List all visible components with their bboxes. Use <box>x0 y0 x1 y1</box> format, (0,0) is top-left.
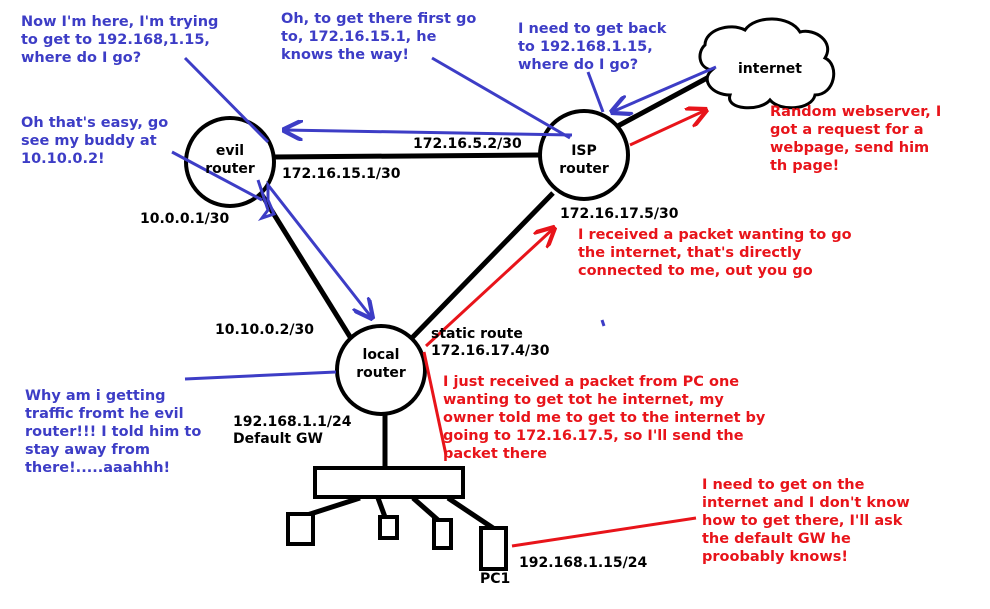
arrow-isp-to-evil <box>284 130 573 135</box>
links <box>259 67 724 531</box>
pc1-label: PC1 <box>480 571 511 587</box>
internet-cloud <box>698 17 836 110</box>
arrow-internet-to-isp <box>612 65 717 112</box>
evil-router-node <box>184 116 276 208</box>
note-local-forward: I just received a packet from PC one wan… <box>443 374 766 462</box>
note-local-complaint: Why am i getting traffic fromt he evil r… <box>25 388 202 476</box>
arrow-local-to-isp <box>424 228 554 348</box>
address-isp-evil-side: 172.16.5.2/30 <box>413 136 522 152</box>
pc-c <box>432 518 453 550</box>
link-isp-internet <box>614 67 724 130</box>
link-isp-local <box>405 191 555 345</box>
note-evil-answer: Oh that's easy, go see my buddy at 10.10… <box>21 115 169 167</box>
pointer-isp-back <box>586 71 605 113</box>
local-router-label: local router <box>356 347 406 381</box>
pc-a <box>286 512 315 546</box>
note-isp-back: I need to get back to 192.168.1.15, wher… <box>518 21 667 73</box>
link-evil-local <box>259 193 355 342</box>
address-static-route: static route 172.16.17.4/30 <box>431 326 550 359</box>
pointer-isp-hint <box>431 56 571 140</box>
isp-router-label: ISP router <box>559 143 609 177</box>
arrow-evil-to-local <box>256 179 372 318</box>
note-evil-question: Now I'm here, I'm trying to get to 192.1… <box>21 14 219 66</box>
link-switch-pc-b <box>375 497 388 518</box>
note-isp-forward: I received a packet wanting to go the in… <box>578 227 852 279</box>
address-local-evil-side: 10.10.0.2/30 <box>215 322 314 338</box>
address-pc1: 192.168.1.15/24 <box>519 555 648 571</box>
note-pc-need: I need to get on the internet and I don'… <box>702 477 910 565</box>
pointer-local-forward <box>422 351 448 456</box>
link-evil-isp <box>272 152 541 160</box>
local-router-node <box>335 324 427 416</box>
address-local-lan: 192.168.1.1/24 Default GW <box>233 414 352 447</box>
note-webserver: Random webserver, I got a request for a … <box>770 104 942 174</box>
arrow-isp-to-internet <box>629 110 706 147</box>
address-isp-local-side: 172.16.17.5/30 <box>560 206 679 222</box>
link-switch-pc-c <box>411 496 440 522</box>
pc-b <box>378 515 399 540</box>
lan-switch <box>313 466 465 499</box>
pointer-pc-need <box>511 516 697 548</box>
link-switch-pc1 <box>446 495 495 531</box>
pointer-evil-question <box>183 56 270 144</box>
evil-router-label: evil router <box>205 143 255 177</box>
internet-label: internet <box>737 61 802 77</box>
address-evil-isp-side: 172.16.15.1/30 <box>282 166 401 182</box>
pointer-evil-answer <box>171 150 263 202</box>
pointer-local-complaint <box>184 370 337 381</box>
address-evil-local-side: 10.0.0.1/30 <box>140 211 230 227</box>
pc1-node <box>479 526 508 571</box>
note-isp-hint: Oh, to get there first go to, 172.16.15.… <box>281 11 477 63</box>
stray-dot <box>600 319 606 327</box>
